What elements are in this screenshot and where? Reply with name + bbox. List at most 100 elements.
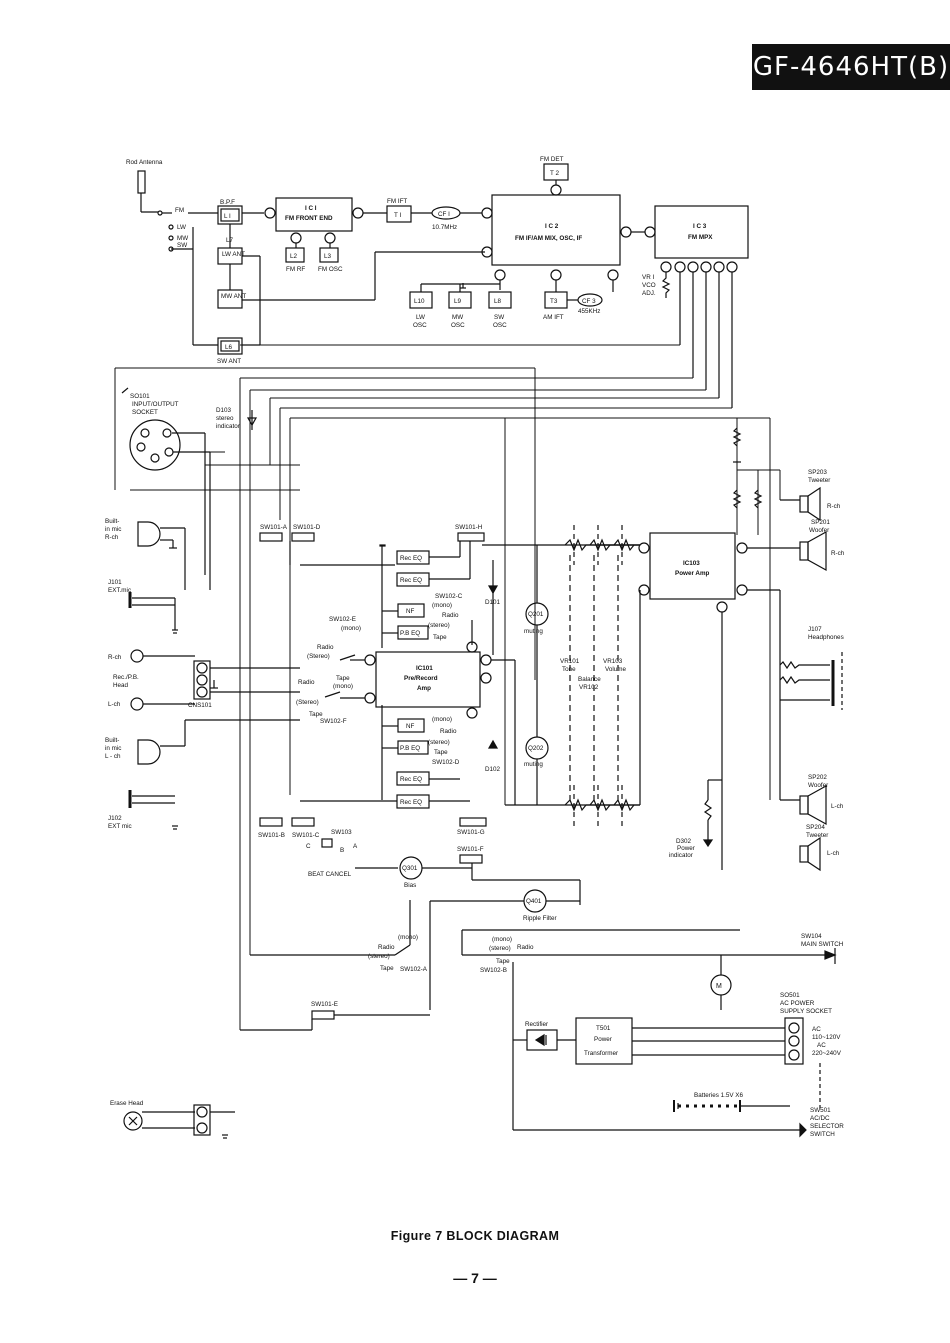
- svg-text:Head: Head: [113, 682, 129, 689]
- svg-text:Power: Power: [677, 845, 695, 852]
- svg-text:SW101-E: SW101-E: [311, 1001, 338, 1008]
- svg-text:FM FRONT END: FM FRONT END: [285, 215, 333, 222]
- svg-text:NF: NF: [406, 608, 415, 615]
- svg-text:in mic: in mic: [105, 745, 121, 752]
- svg-text:T3: T3: [550, 298, 558, 305]
- svg-text:SP202: SP202: [808, 774, 827, 781]
- svg-text:SW103: SW103: [331, 829, 352, 836]
- svg-text:(mono): (mono): [398, 934, 418, 941]
- svg-text:D102: D102: [485, 766, 501, 773]
- svg-text:220~240V: 220~240V: [812, 1050, 842, 1057]
- svg-text:IC101: IC101: [416, 665, 433, 672]
- built-in-mic-r: Built- in mic R-ch: [105, 518, 186, 590]
- svg-text:R-ch: R-ch: [827, 503, 841, 510]
- svg-text:SUPPLY SOCKET: SUPPLY SOCKET: [780, 1008, 832, 1015]
- svg-text:Rod Antenna: Rod Antenna: [126, 159, 163, 166]
- svg-text:Amp: Amp: [417, 685, 431, 692]
- svg-text:Tape: Tape: [336, 675, 350, 682]
- svg-text:L9: L9: [454, 298, 462, 305]
- svg-text:VR101: VR101: [560, 658, 580, 665]
- svg-text:VR I: VR I: [642, 274, 654, 281]
- svg-text:FM MPX: FM MPX: [688, 234, 713, 241]
- svg-text:(Stereo): (Stereo): [307, 653, 330, 660]
- signal-bus: [114, 344, 781, 1030]
- svg-text:OSC: OSC: [413, 322, 427, 329]
- svg-text:455KHz: 455KHz: [578, 308, 600, 315]
- svg-text:B: B: [340, 847, 344, 854]
- svg-text:VR103: VR103: [603, 658, 623, 665]
- svg-text:R-ch: R-ch: [831, 550, 845, 557]
- svg-text:SP201: SP201: [811, 519, 830, 526]
- svg-text:L-ch: L-ch: [827, 850, 840, 857]
- ic1-fm-front-end: I C I FM FRONT END L2 L3 FM RF FM OSC: [275, 197, 387, 273]
- svg-text:stereo: stereo: [216, 415, 234, 422]
- svg-text:MW ANT: MW ANT: [221, 293, 246, 300]
- svg-text:AM IFT: AM IFT: [543, 314, 564, 321]
- svg-text:Tape: Tape: [433, 634, 447, 641]
- svg-text:Q401: Q401: [526, 898, 542, 905]
- svg-text:Tweeter: Tweeter: [808, 477, 830, 484]
- svg-text:NF: NF: [406, 723, 415, 730]
- svg-text:IC103: IC103: [683, 560, 700, 567]
- svg-text:SW101-D: SW101-D: [293, 524, 321, 531]
- svg-text:Volume: Volume: [605, 666, 627, 673]
- svg-text:FM OSC: FM OSC: [318, 266, 343, 273]
- j101-ext-mic: J101 EXT.mic: [108, 579, 176, 630]
- svg-text:Radio: Radio: [317, 644, 334, 651]
- record-switches: SW101-A SW101-D SW101-H Rec EQ Rec EQ SW…: [259, 524, 640, 725]
- svg-text:Erase Head: Erase Head: [110, 1100, 144, 1107]
- svg-text:(mono): (mono): [333, 683, 353, 690]
- svg-text:SW101-C: SW101-C: [292, 832, 320, 839]
- svg-text:SWITCH: SWITCH: [810, 1131, 835, 1138]
- muting-transistors: Q201 muting Q202 muting: [524, 545, 549, 805]
- svg-text:Radio: Radio: [442, 612, 459, 619]
- svg-text:SW: SW: [494, 314, 504, 321]
- svg-text:AC: AC: [817, 1042, 826, 1049]
- svg-text:SW101-G: SW101-G: [457, 829, 485, 836]
- antenna-section: Rod Antenna FM LW MW SW: [126, 159, 218, 346]
- svg-text:T I: T I: [394, 212, 401, 219]
- svg-text:indicator: indicator: [669, 852, 693, 859]
- svg-text:Woofer: Woofer: [809, 527, 829, 534]
- svg-text:(mono): (mono): [432, 716, 452, 723]
- svg-text:Headphones: Headphones: [808, 634, 844, 641]
- svg-text:CF 3: CF 3: [582, 298, 596, 305]
- svg-text:LW: LW: [177, 224, 186, 231]
- svg-text:Radio: Radio: [378, 944, 395, 951]
- svg-text:(stereo): (stereo): [428, 622, 450, 629]
- sw102b-switch: (mono) (stereo) Radio Tape SW102-B: [461, 929, 833, 1130]
- sw102a-switch: (mono) Radio (stereo) Tape SW102-A: [250, 900, 428, 973]
- svg-text:Rectifier: Rectifier: [525, 1021, 548, 1028]
- svg-text:OSC: OSC: [451, 322, 465, 329]
- page-number: — 7 —: [453, 1270, 497, 1286]
- ic103-power-amp: IC103 Power Amp: [638, 532, 800, 870]
- svg-text:L8: L8: [494, 298, 502, 305]
- svg-text:FM RF: FM RF: [286, 266, 305, 273]
- motor: M: [710, 955, 732, 1010]
- svg-text:MW: MW: [452, 314, 463, 321]
- svg-text:R-ch: R-ch: [105, 534, 119, 541]
- svg-text:Tone: Tone: [562, 666, 576, 673]
- svg-text:SW501: SW501: [810, 1107, 831, 1114]
- svg-text:Tweeter: Tweeter: [806, 832, 828, 839]
- svg-text:SW102-E: SW102-E: [329, 616, 356, 623]
- svg-text:VCO: VCO: [642, 282, 656, 289]
- svg-text:FM: FM: [175, 207, 184, 214]
- svg-text:L - ch: L - ch: [105, 753, 121, 760]
- svg-text:SW101-B: SW101-B: [258, 832, 285, 839]
- svg-text:MW: MW: [177, 235, 188, 242]
- svg-text:(stereo): (stereo): [368, 953, 390, 960]
- svg-text:(stereo): (stereo): [428, 739, 450, 746]
- svg-text:SELECTOR: SELECTOR: [810, 1123, 844, 1130]
- rec-pb-head: R-ch Rec./P.B. Head L-ch CNS101: [108, 649, 300, 711]
- sw104-main-switch: SW104 MAIN SWITCH: [801, 933, 844, 964]
- svg-text:L10: L10: [414, 298, 425, 305]
- ic101-pre-record-amp: IC101 Pre/Record Amp: [375, 651, 516, 805]
- svg-text:SO101: SO101: [130, 393, 150, 400]
- svg-text:MAIN SWITCH: MAIN SWITCH: [801, 941, 844, 948]
- sw101e-and-erase: SW101-E Erase Head: [110, 1001, 430, 1136]
- svg-text:L6: L6: [225, 344, 233, 351]
- svg-text:Bias: Bias: [404, 882, 416, 889]
- svg-text:I C 2: I C 2: [545, 223, 559, 230]
- svg-text:SW104: SW104: [801, 933, 822, 940]
